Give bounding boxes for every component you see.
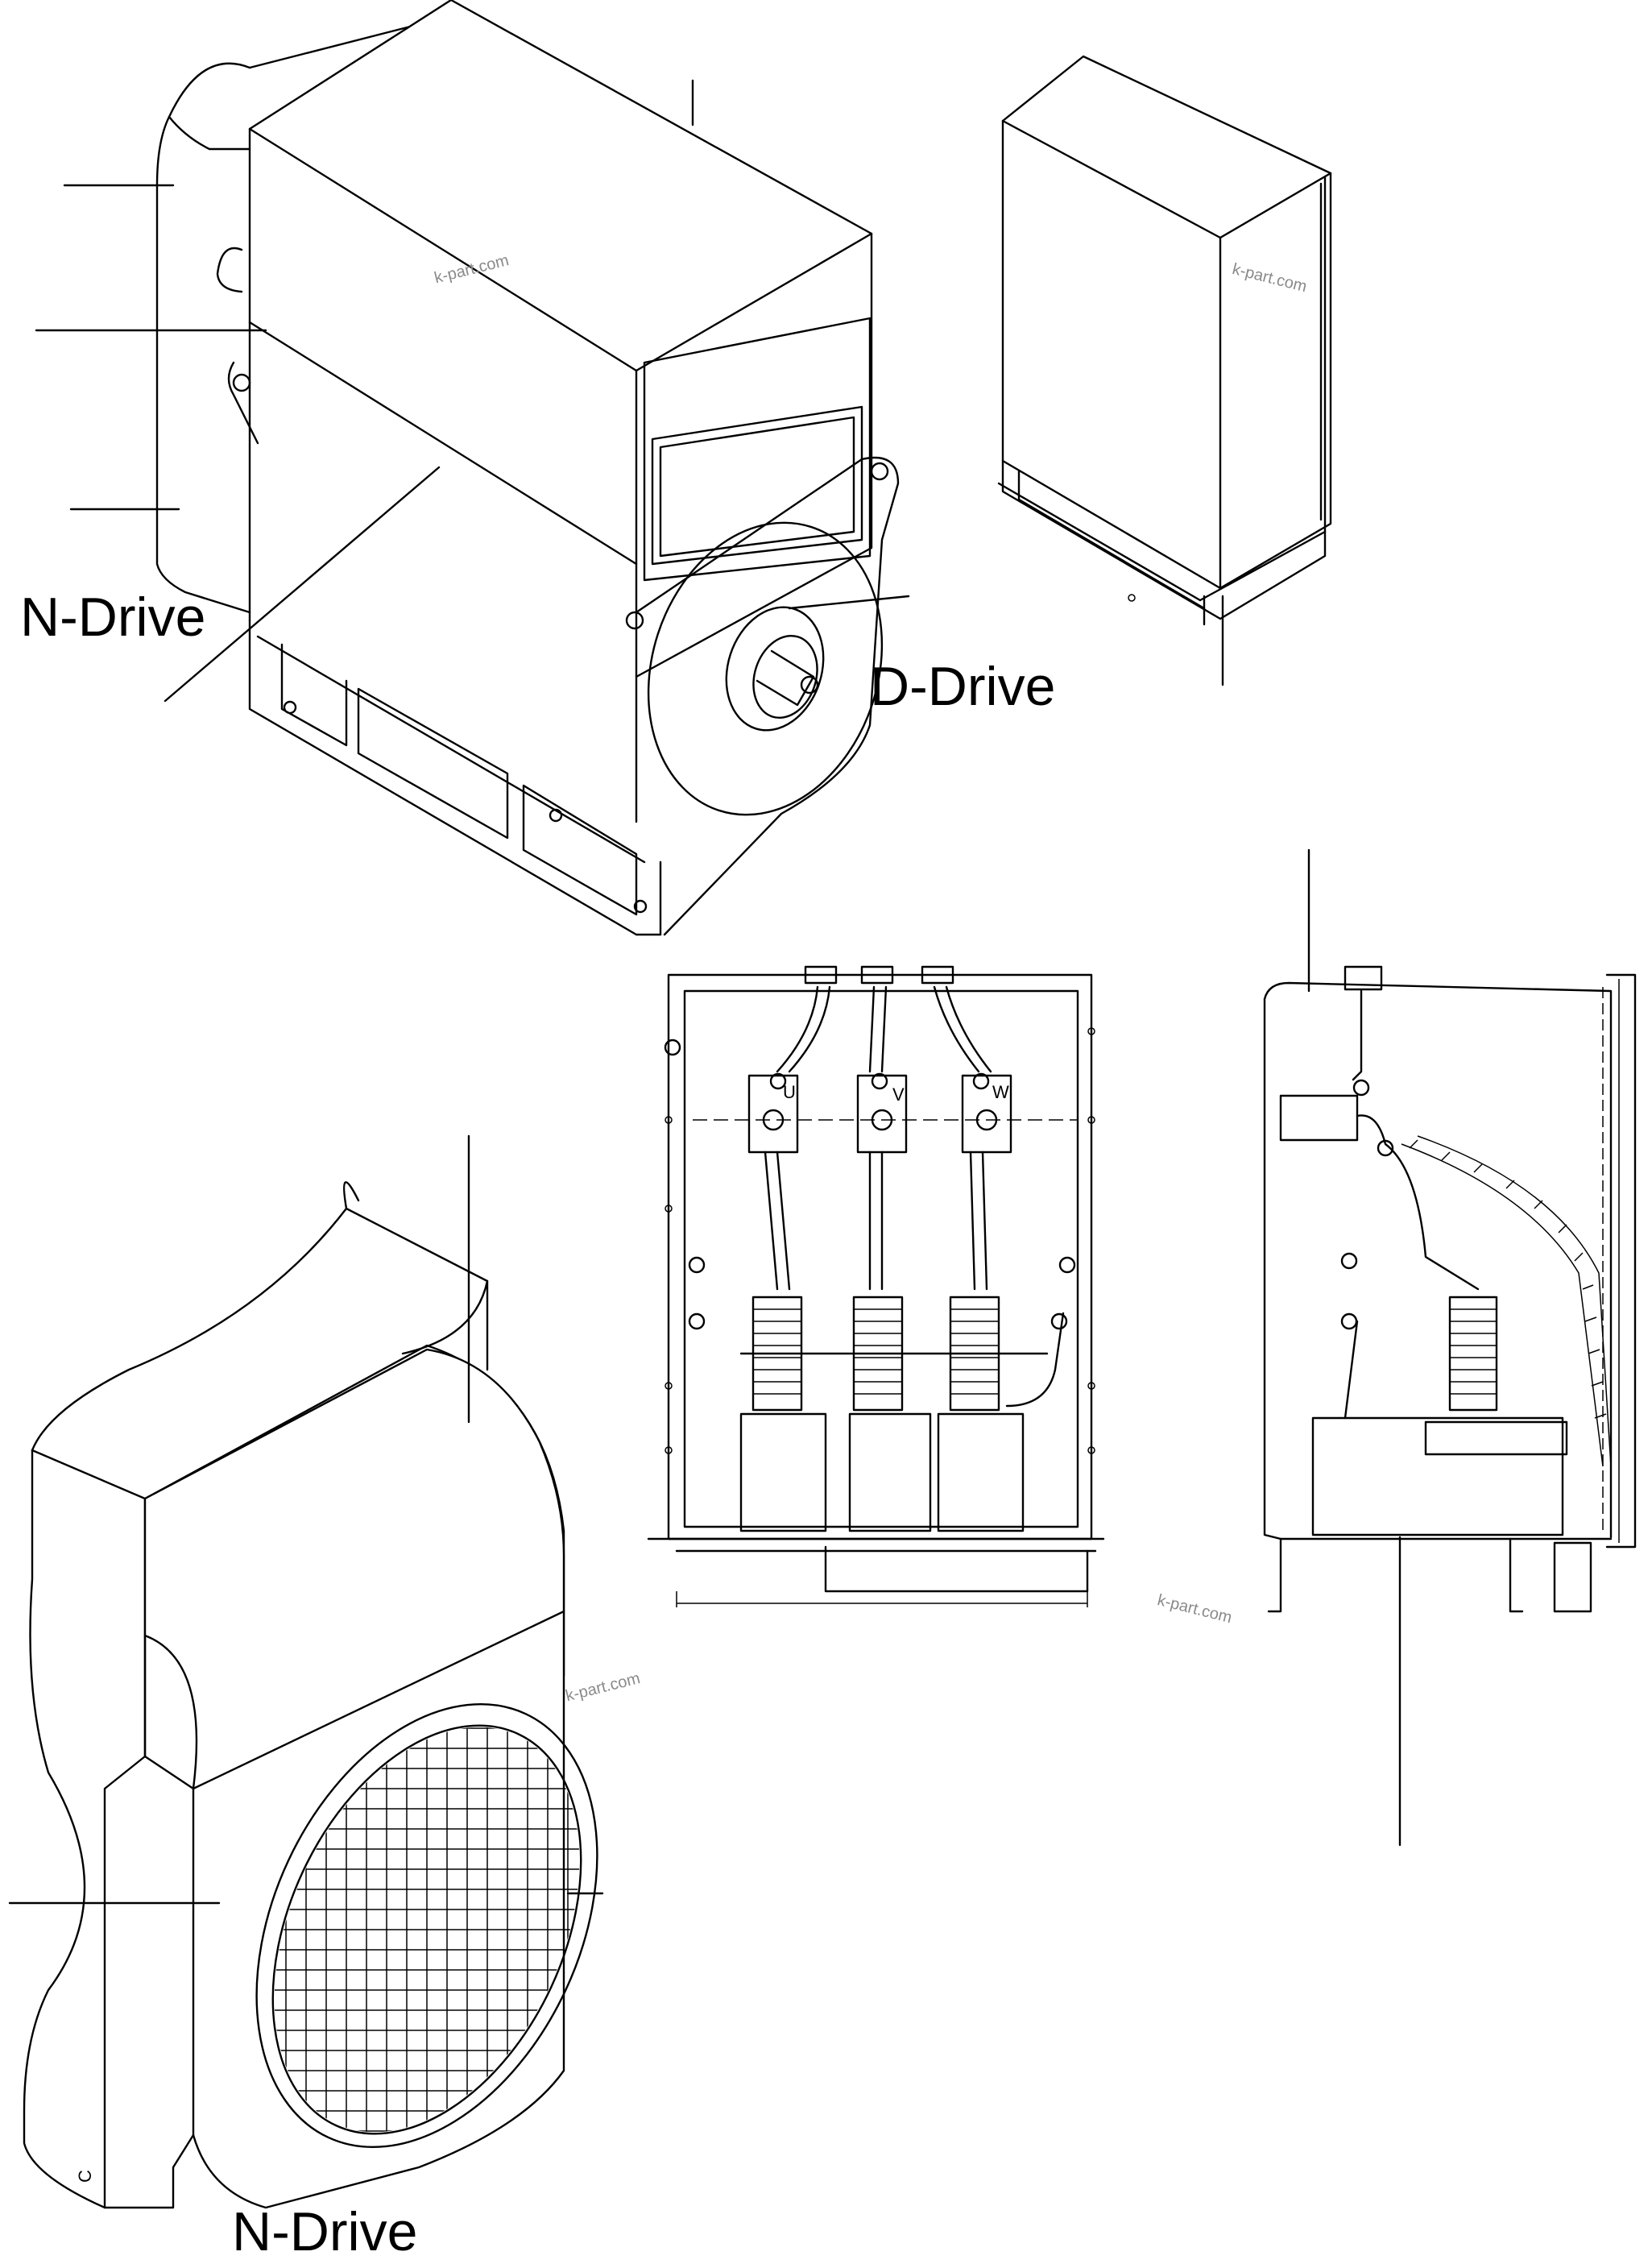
- terminal-v-label: V: [892, 1084, 905, 1105]
- motor-assembly: [35, 0, 910, 936]
- corner-mark: C: [74, 2170, 95, 2183]
- terminal-box-front: [647, 965, 1105, 1607]
- cooler-hood: [8, 1134, 640, 2209]
- cover-assembly: [997, 55, 1332, 686]
- terminal-w-label: W: [992, 1082, 1009, 1102]
- terminal-box-side: [1263, 848, 1637, 1847]
- terminal-u-label: U: [783, 1082, 796, 1102]
- n-drive-label-bottom: N-Drive: [232, 2201, 418, 2262]
- d-drive-label: D-Drive: [870, 656, 1056, 717]
- n-drive-label-top: N-Drive: [20, 587, 206, 648]
